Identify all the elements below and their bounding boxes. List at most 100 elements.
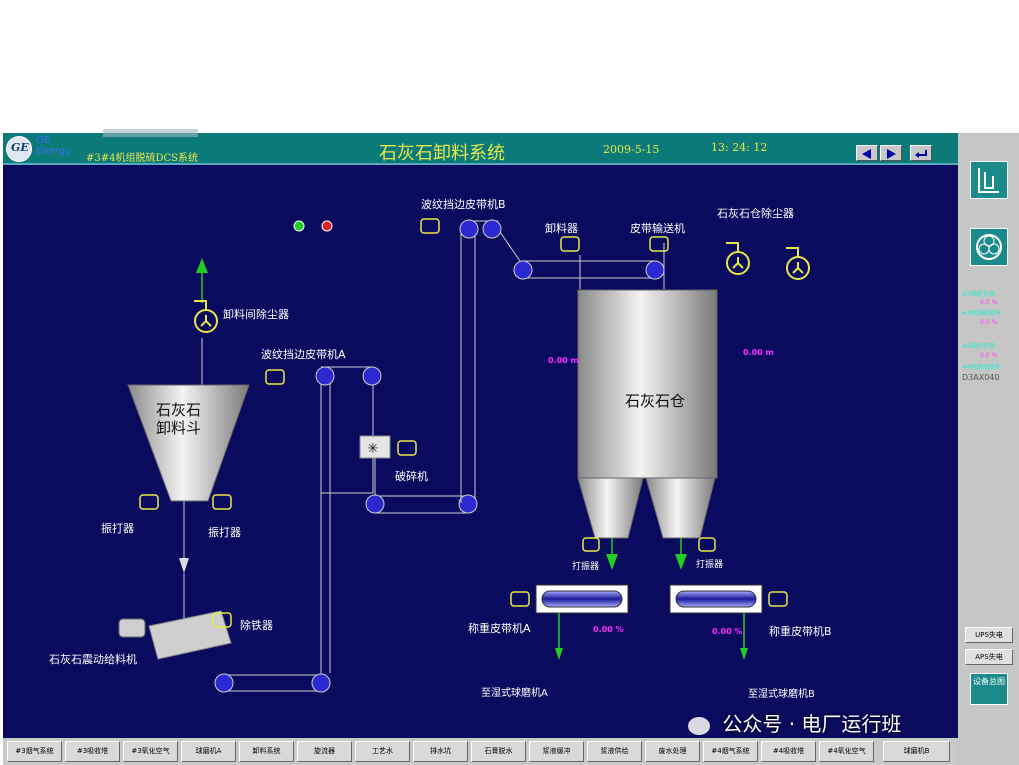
conveyor-mid-roller-1: [365, 494, 385, 514]
nav-button-wastewater[interactable]: 废水处理: [645, 741, 700, 762]
ups-power-loss-indicator[interactable]: UPS失电: [965, 627, 1013, 643]
label-vibrating-feeder: 石灰石震动给料机: [49, 653, 137, 666]
nav-button-drain-pit[interactable]: 排水坑: [413, 741, 468, 762]
label-to-mill-a: 至湿式球磨机A: [481, 688, 548, 699]
brand-line-1: GE: [36, 135, 51, 146]
feed-arrow-b: [740, 648, 748, 660]
readout-2a: #4锅炉负荷: [962, 343, 995, 350]
label-unloading-dust-collector: 卸料间除尘器: [223, 308, 289, 321]
conveyor-a-path: [320, 366, 374, 685]
nav-button-process-water[interactable]: 工艺水: [355, 741, 410, 762]
conveyor-a-roller-4: [311, 673, 331, 693]
label-belt-conveyor: 皮带输送机: [630, 222, 685, 235]
top-belt-path: [521, 260, 656, 279]
label-silo-dust-collector: 石灰石仓除尘器: [717, 207, 794, 220]
motor-icon[interactable]: [698, 537, 716, 552]
conveyor-mid: [375, 495, 468, 514]
triangle-right-icon: [887, 149, 896, 159]
chimney-icon: [978, 168, 999, 193]
label-weigh-belt-a: 称重皮带机A: [468, 622, 531, 635]
fan-icons: [194, 242, 810, 333]
hopper-outlet-arrow: [179, 558, 189, 573]
motor-icon[interactable]: [139, 494, 159, 510]
conveyor-a-roller-3: [214, 673, 234, 693]
equipment-button[interactable]: [970, 228, 1008, 266]
motor-icon[interactable]: [582, 537, 600, 552]
silo-outlet-left-arrow: [606, 554, 618, 570]
readout-2c: #4机脱硫效率: [962, 364, 1001, 371]
label-conveyor-b: 波纹挡边皮带机B: [421, 198, 506, 211]
wechat-icon: [688, 716, 710, 735]
feed-b-value: 0.00 %: [712, 627, 743, 636]
nav-button-flue-gas-3[interactable]: #3烟气系统: [7, 741, 62, 762]
label-silo: 石灰石仓: [625, 392, 686, 410]
vibrating-feeder[interactable]: [148, 610, 232, 660]
motor-icon[interactable]: [510, 591, 530, 607]
conveyor-b-roller-2: [482, 219, 502, 239]
nav-button-absorber-4[interactable]: #4吸收塔: [761, 741, 816, 762]
conveyor-a-roller-2: [362, 366, 382, 386]
motor-icon[interactable]: [212, 494, 232, 510]
conveyor-a-lower: [221, 674, 321, 692]
level-right-value: 0.00 m: [743, 348, 774, 357]
feeder-motor[interactable]: [118, 618, 146, 638]
system-subtitle: #3#4机组脱硫DCS系统: [86, 153, 199, 164]
motor-icon[interactable]: [212, 612, 232, 628]
nav-return-button[interactable]: [910, 145, 932, 161]
nav-forward-button[interactable]: [880, 145, 902, 161]
motor-icon[interactable]: [768, 591, 788, 607]
label-to-mill-b: 至湿式球磨机B: [748, 689, 815, 700]
limestone-silo: [577, 289, 718, 479]
unloading-hopper: [127, 384, 250, 502]
readout-1a: #3锅炉负荷: [962, 291, 995, 298]
top-belt-roller-1: [513, 260, 533, 280]
run-indicator-green[interactable]: [293, 220, 305, 232]
ge-logo[interactable]: GE: [6, 136, 32, 162]
date-display: 2009-5-15: [603, 143, 660, 156]
motor-icon[interactable]: [420, 218, 440, 234]
fan-icon[interactable]: [726, 242, 750, 275]
nav-button-flue-gas-4[interactable]: #4烟气系统: [703, 741, 758, 762]
nav-button-slurry-buffer[interactable]: 浆液缓冲: [529, 741, 584, 762]
fan-icon[interactable]: [194, 300, 218, 333]
conveyor-b-roller-1: [459, 219, 479, 239]
nav-button-cyclone[interactable]: 旋流器: [297, 741, 352, 762]
nav-back-button[interactable]: [856, 145, 878, 161]
top-belt-roller-2: [645, 260, 665, 280]
nav-button-oxidation-air-3[interactable]: #3氧化空气: [123, 741, 178, 762]
nav-button-oxidation-air-4[interactable]: #4氧化空气: [819, 741, 874, 762]
brand-line-2: Energy: [36, 146, 72, 157]
fan-icon[interactable]: [786, 247, 810, 280]
conveyor-a-roller-1: [315, 366, 335, 386]
motor-icon[interactable]: [397, 440, 417, 456]
time-display: 13: 24: 12: [711, 141, 768, 154]
watermark-text: 公众号 · 电厂运行班: [722, 712, 902, 736]
nav-button-unloading[interactable]: 卸料系统: [239, 741, 294, 762]
process-overview-button[interactable]: [970, 161, 1008, 199]
watermark: 公众号 · 电厂运行班: [688, 708, 901, 737]
label-rapper-right: 打振器: [696, 560, 724, 570]
weigh-belt-b-roll: [675, 590, 757, 608]
nav-button-ball-mill-b[interactable]: 球磨机B: [883, 741, 950, 762]
motor-icon[interactable]: [265, 369, 285, 385]
equipment-overview-label: 设备总图: [973, 677, 1005, 686]
nav-button-gypsum-dewatering[interactable]: 石膏脱水: [471, 741, 526, 762]
motor-icon[interactable]: [649, 236, 669, 252]
conveyor-b-path: [460, 220, 521, 503]
nav-button-absorber-3[interactable]: #3吸收塔: [65, 741, 120, 762]
run-indicator-red[interactable]: [321, 220, 333, 232]
transformer-icon: [976, 234, 1002, 260]
equipment-overview-button[interactable]: 设备总图: [970, 673, 1008, 705]
nav-button-ball-mill-a[interactable]: 球磨机A: [181, 741, 236, 762]
label-crusher: 破碎机: [395, 470, 428, 483]
motor-icon[interactable]: [560, 236, 580, 252]
label-rapper-left: 打振器: [572, 562, 600, 572]
page-title: 石灰石卸料系统: [379, 143, 505, 164]
aps-power-loss-indicator[interactable]: APS失电: [965, 649, 1013, 665]
nav-button-slurry-supply[interactable]: 浆液供给: [587, 741, 642, 762]
label-hopper-line-1: 石灰石: [156, 401, 202, 419]
silo-cone-right: [645, 477, 716, 539]
label-hopper-line-2: 卸料斗: [156, 419, 202, 437]
readout-1d: 0.0 %: [980, 319, 998, 326]
silo-outlet-right-arrow: [675, 554, 687, 570]
